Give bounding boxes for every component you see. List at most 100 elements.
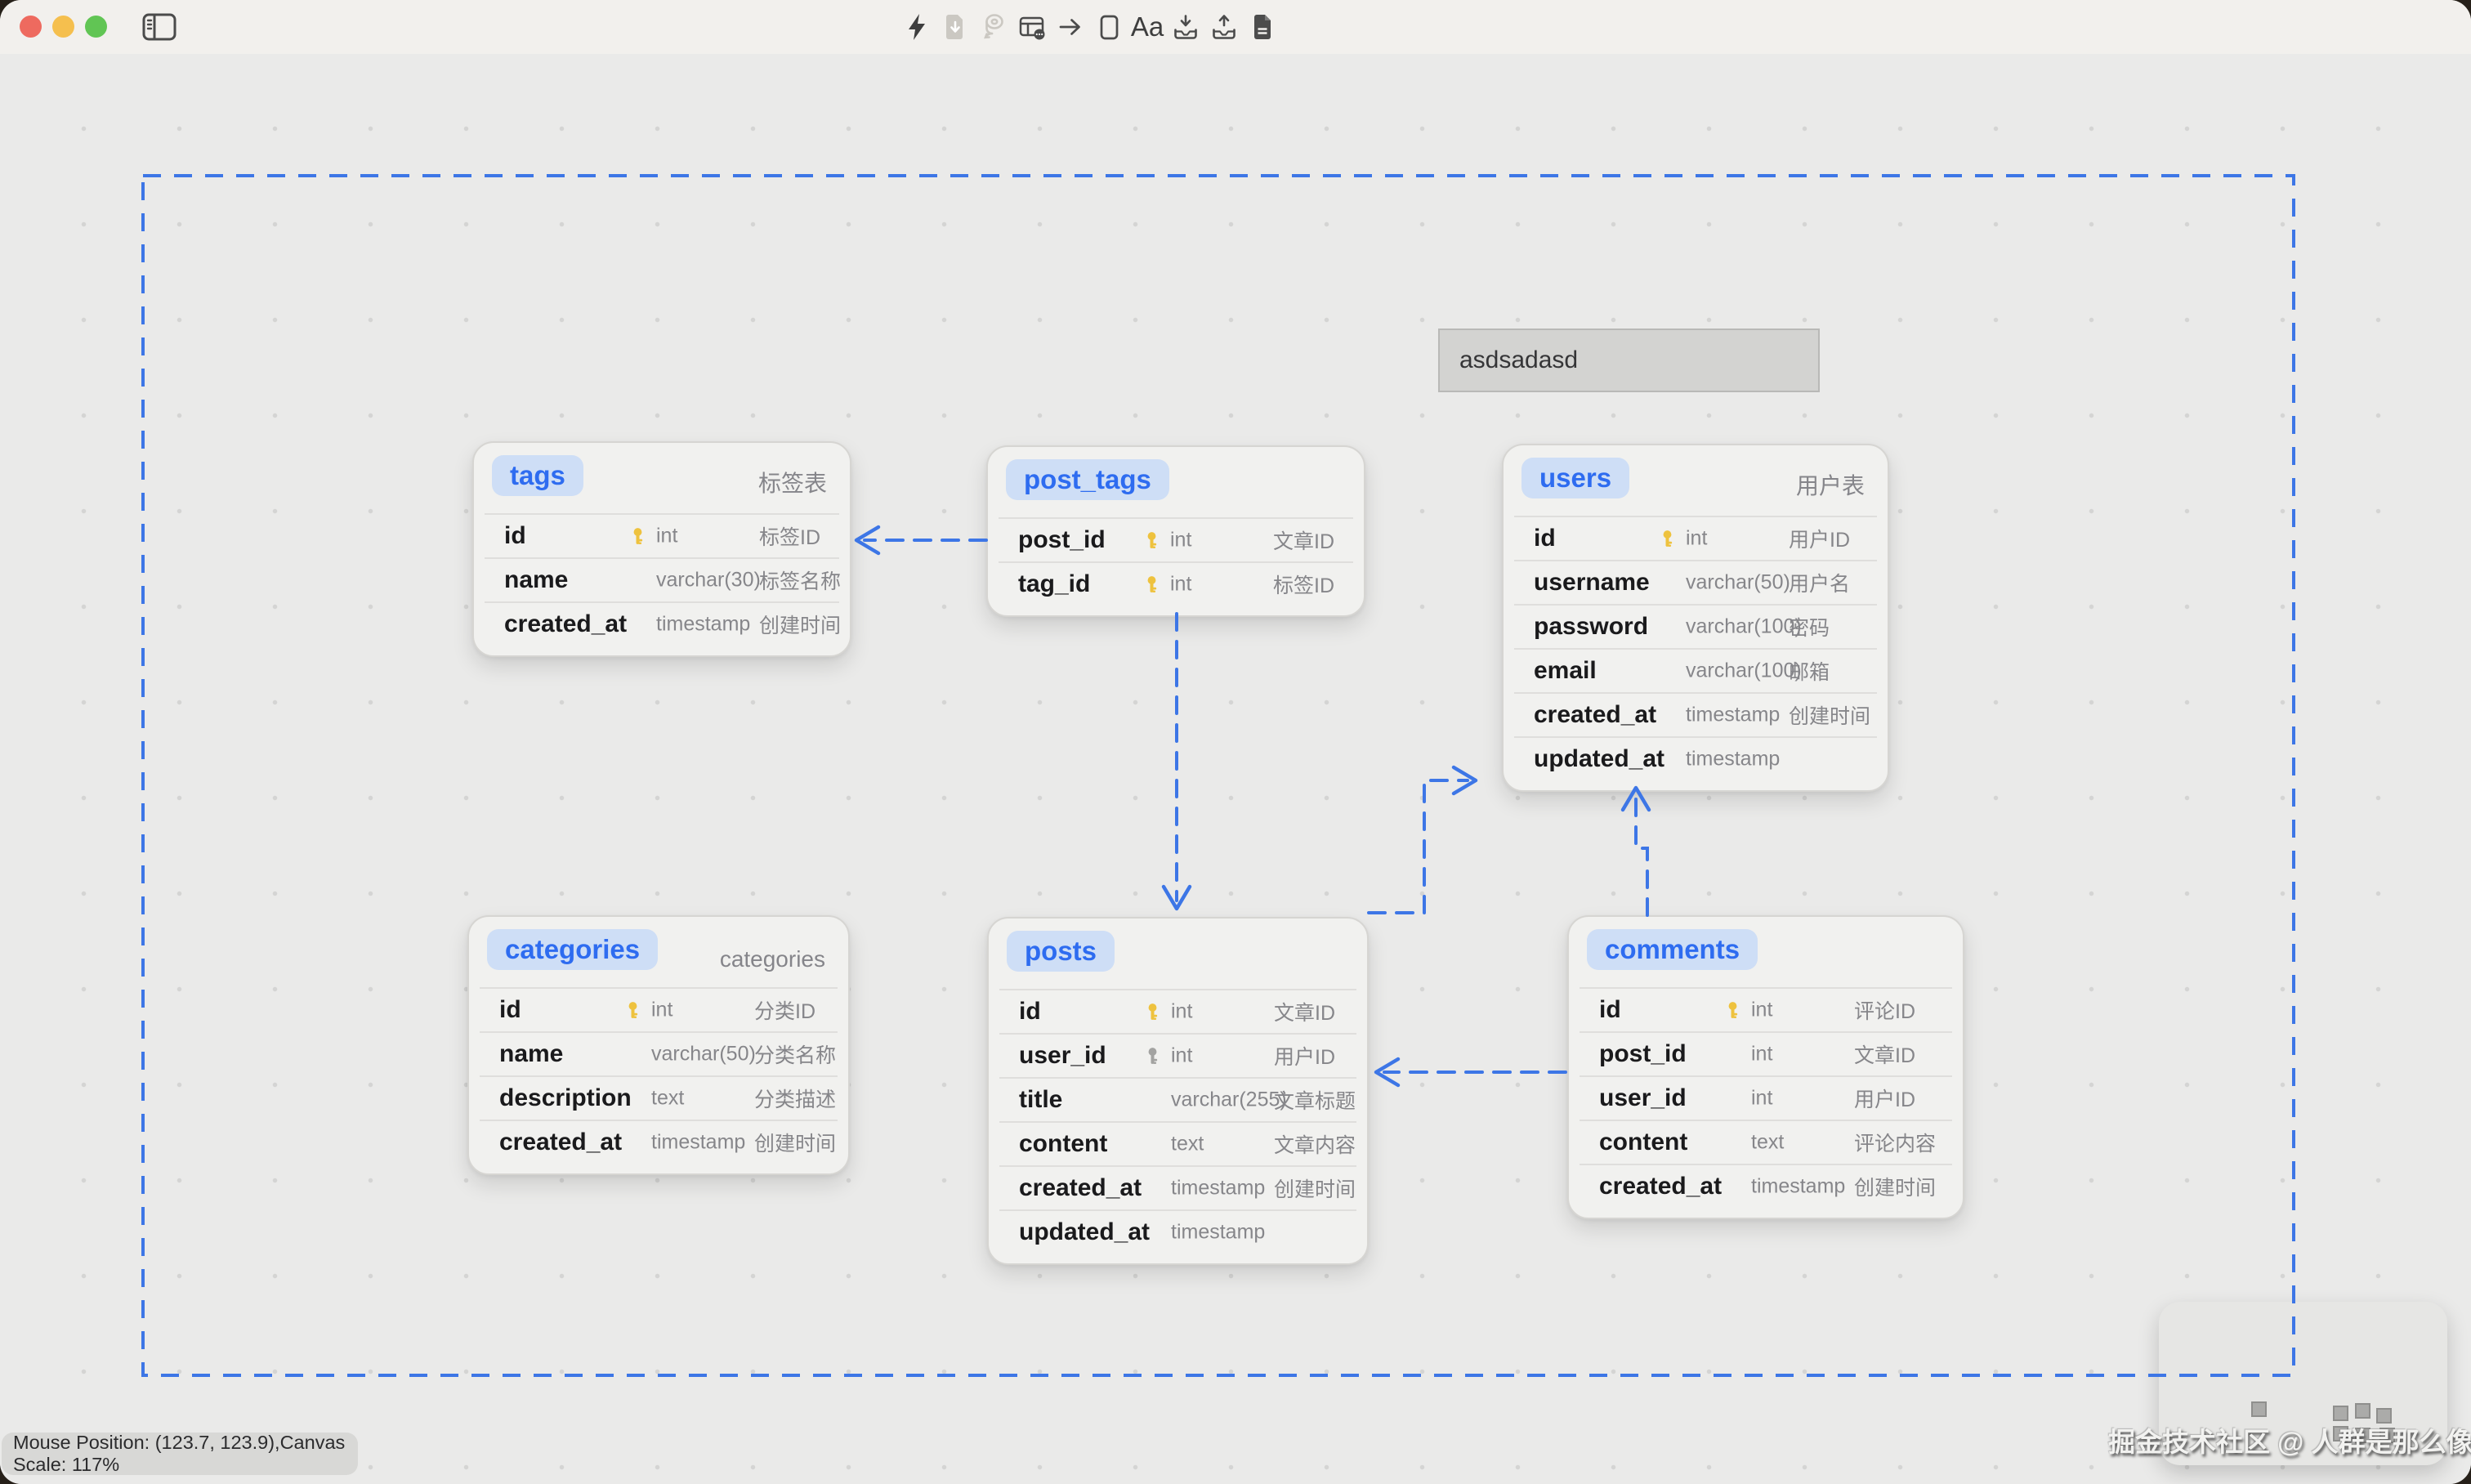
field-type: text [651,1086,685,1110]
field-comment: 用户ID [1789,529,1851,552]
table-comment: 用户表 [1795,473,1865,498]
field-comment: 密码 [1789,617,1830,640]
minimap-table-marker [2251,1401,2267,1417]
field-name: password [1534,613,1649,640]
table-row[interactable]: description text 分类描述 [480,1075,838,1120]
field-comment: 文章ID [1274,1002,1336,1025]
table-title: post_tags [1006,459,1169,500]
zoom-button[interactable] [85,16,107,38]
window-titlebar: Aa [0,0,2471,54]
rectangle-icon[interactable] [1093,9,1124,45]
note-box[interactable]: asdsadasd [1438,329,1820,392]
field-type: varchar(50) [1686,570,1790,594]
field-type: text [1171,1132,1204,1155]
field-type: int [1170,572,1192,596]
tray-arrow-down-icon[interactable] [1170,9,1201,45]
lightning-icon[interactable] [901,9,932,45]
diagram-canvas[interactable] [0,54,2471,1484]
field-comment: 分类名称 [754,1044,837,1067]
field-comment: 邮箱 [1789,661,1830,684]
arrow-right-icon[interactable] [1055,9,1086,45]
table-title: tags [492,455,583,496]
table-header[interactable]: post_tags [988,447,1364,517]
field-comment: 文章ID [1273,530,1335,553]
table-header[interactable]: comments [1569,917,1963,987]
field-type: int [1170,528,1192,552]
field-name: name [499,1040,564,1067]
field-name: updated_at [1534,745,1665,772]
close-button[interactable] [20,16,42,38]
table-options-icon[interactable] [1017,9,1048,45]
field-comment: 分类描述 [754,1088,837,1111]
field-name: updated_at [1019,1218,1151,1245]
table-comment: 标签表 [757,471,827,496]
table-row[interactable]: password varchar(100)密码 [1514,604,1877,648]
field-type: varchar(100) [1686,615,1802,638]
field-name: description [499,1084,632,1111]
minimap-table-marker [2333,1406,2348,1421]
primary-key-icon [1142,575,1161,594]
sidebar-toggle-icon[interactable] [141,11,178,42]
minimap-table-marker [2379,1428,2395,1443]
field-name: content [1599,1129,1688,1155]
minimap-table-marker [2376,1408,2392,1424]
field-comment: 创建时间 [1854,1177,1937,1200]
field-comment: 文章内容 [1274,1134,1356,1157]
field-comment: 分类ID [754,1000,816,1023]
file-arrow-down-icon[interactable] [940,9,971,45]
field-name: email [1534,657,1597,684]
field-type: timestamp [656,612,751,636]
tray-arrow-up-icon[interactable] [1209,9,1240,45]
field-type: int [1751,998,1773,1021]
table-header[interactable]: tags 标签表 [474,443,850,513]
field-name: post_id [1599,1040,1687,1067]
table-title: comments [1587,929,1758,970]
field-type: timestamp [1686,747,1781,771]
table-header[interactable]: users 用户表 [1504,445,1888,516]
table-header[interactable]: posts [989,919,1367,989]
table-row[interactable]: updated_at timestamp [1514,736,1877,780]
document-icon[interactable] [1247,9,1278,45]
field-comment: 文章标题 [1274,1090,1356,1113]
text-style-icon[interactable]: Aa [1131,9,1164,45]
tape-measure-icon[interactable] [978,9,1009,45]
minimize-button[interactable] [52,16,74,38]
table-title: users [1521,458,1630,498]
note-text: asdsadasd [1459,346,1579,373]
field-name: created_at [1534,701,1657,728]
table-title: posts [1007,931,1115,972]
